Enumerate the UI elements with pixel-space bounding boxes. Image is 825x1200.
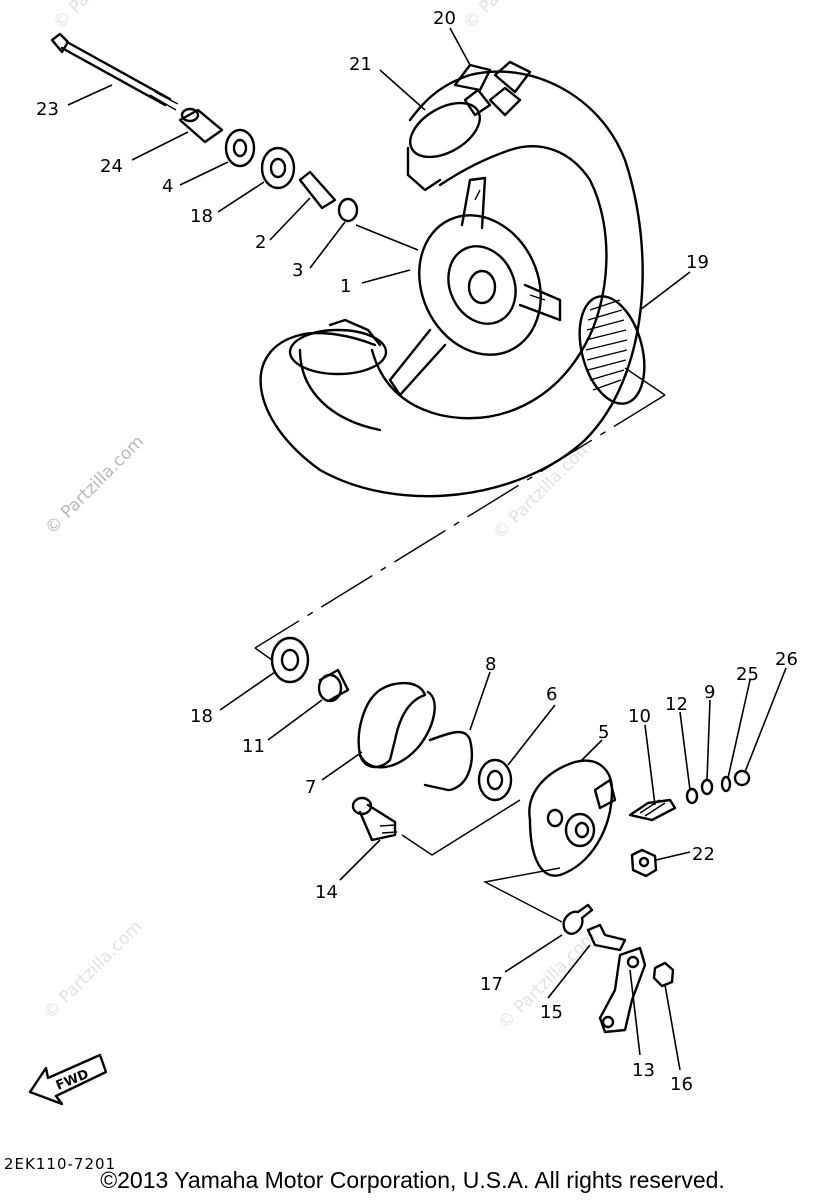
callout-16: 16 [670,1074,693,1095]
camshaft [351,796,398,842]
callout-10: 10 [628,706,651,727]
callout-23: 23 [36,99,59,120]
callout-13: 13 [632,1060,655,1081]
callout-labels: 20 21 23 24 4 18 2 3 1 19 8 6 18 11 7 5 … [36,8,798,1095]
fwd-arrow-icon: FWD [28,1053,108,1106]
callout-18: 18 [190,206,213,227]
callout-7: 7 [305,777,316,798]
diagram-code: 2EK110-7201 [4,1155,117,1173]
bearing-lower-inner [280,648,300,672]
callout-25: 25 [736,664,759,685]
collar-lower-body [318,668,350,702]
axle-nut-hole [638,856,650,868]
indicator [562,903,594,935]
washer [685,787,699,805]
fwd-label: FWD [54,1067,91,1094]
bearing-lower [270,636,310,684]
callout-21: 21 [349,54,372,75]
bolt [586,923,627,952]
callout-26: 26 [775,649,798,670]
indicator-shaft [639,799,666,817]
callout-3: 3 [292,260,303,281]
watermark-faint: © Partzilla.com [39,917,146,1024]
brake-shoe [357,681,436,769]
assembly-line [254,394,666,649]
callout-1: 1 [340,276,351,297]
assembly-line [401,799,521,856]
collar-end [180,107,200,123]
callout-19: 19 [686,252,709,273]
plug-26 [733,769,751,787]
cam-lever-hole [601,1015,615,1029]
spacer [298,170,337,210]
indicator-shaft [628,798,677,822]
watermark-faint: © Partzilla.com [459,0,566,34]
callout-20: 20 [433,8,456,29]
callout-12: 12 [665,694,688,715]
callout-9: 9 [704,682,715,703]
watermark-faint: © Partzilla.com [489,437,596,544]
callout-5: 5 [598,722,609,743]
tube [578,295,646,405]
bearing [260,146,296,190]
oil-seal [224,128,256,168]
callout-8: 8 [485,654,496,675]
callout-18-lower: 18 [190,706,213,727]
callout-2: 2 [255,232,266,253]
callout-4: 4 [162,176,173,197]
callout-6: 6 [546,684,557,705]
oil-seal-lower-inner [486,769,504,791]
callout-24: 24 [100,156,123,177]
axle-nut [630,848,658,878]
collar [178,108,224,144]
assembly-line [482,867,563,923]
callout-17: 17 [480,974,503,995]
assembly-line [624,367,666,396]
cam-lever [598,946,647,1034]
assembly-line [254,647,273,661]
callout-11: 11 [242,736,265,757]
spring [423,783,450,792]
washer-25 [720,775,732,793]
bearing-inner [269,157,287,179]
copyright-notice: ©2013 Yamaha Motor Corporation, U.S.A. A… [100,1167,725,1193]
leader-lines [67,27,787,1071]
brake-shoe-plate [528,759,617,877]
oil-seal-lower [477,758,513,802]
watermark-faint: © Partzilla.com [49,0,156,34]
tire-wheel-assembly [259,60,644,498]
callout-14: 14 [315,882,338,903]
cap [337,197,359,223]
oil-seal-inner [232,138,248,158]
oring [700,778,714,796]
axle [50,32,179,111]
lever-nut [652,961,675,988]
callout-22: 22 [692,844,715,865]
spring [428,730,473,792]
cam-lever-hole [626,955,640,969]
watermark: © Partzilla.com [41,432,148,539]
callout-15: 15 [540,1002,563,1023]
